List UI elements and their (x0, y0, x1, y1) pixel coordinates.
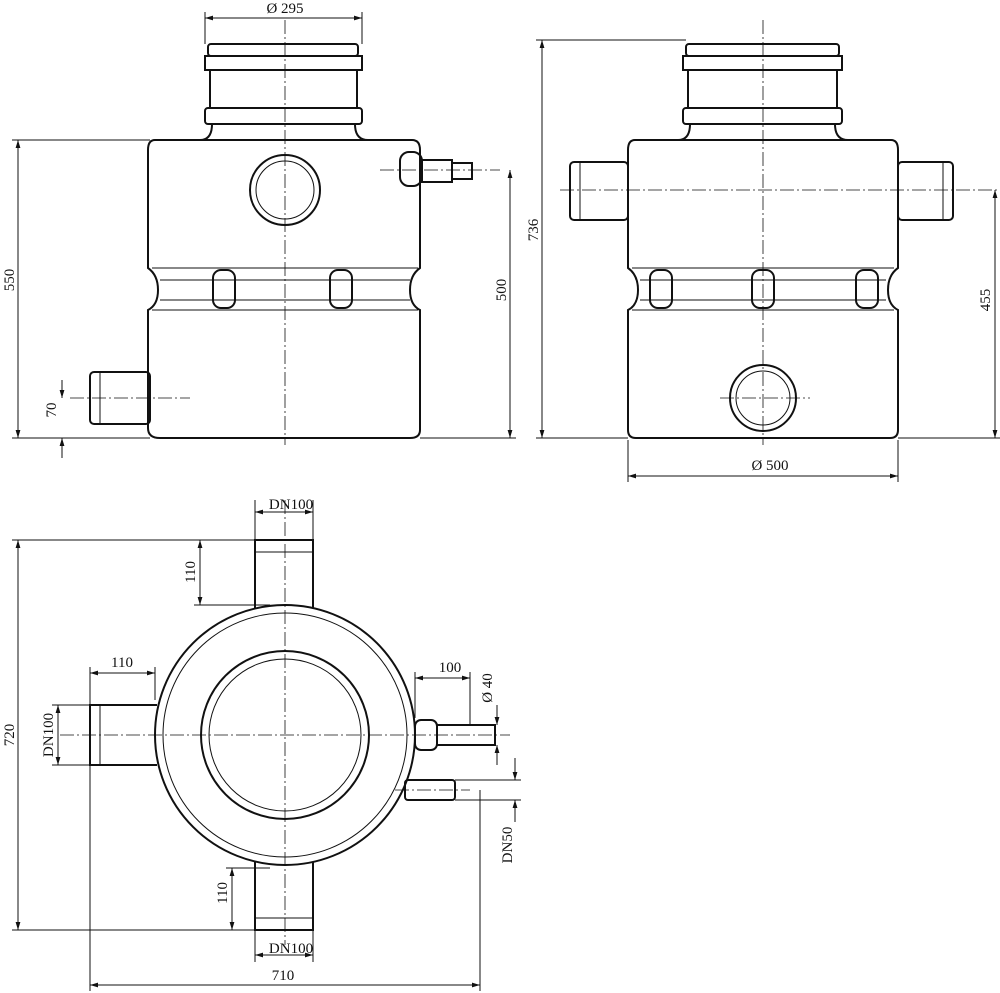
side-view: 736 455 Ø 500 (526, 20, 1000, 482)
left-pipe-length: 110 (111, 655, 133, 671)
total-width-vertical: 720 (2, 724, 18, 747)
dim-inlet-height: 500 (494, 279, 510, 302)
dim-base-diameter: Ø 500 (751, 458, 788, 474)
top-pipe-length: 110 (183, 561, 199, 583)
bottom-pipe-label: DN100 (269, 941, 313, 957)
left-pipe-label: DN100 (41, 713, 57, 757)
drain-pipe-label: DN50 (500, 827, 516, 864)
front-view: Ø 295 550 500 70 (2, 1, 516, 458)
right-pipe-length: 100 (439, 660, 462, 676)
plan-view: DN100 110 720 110 DN100 100 Ø 40 DN50 11… (2, 497, 521, 991)
top-pipe-label: DN100 (269, 497, 313, 513)
dim-outlet-height: 70 (44, 403, 60, 418)
bottom-pipe-length: 110 (215, 882, 231, 904)
dim-top-diameter: Ø 295 (266, 1, 303, 17)
dim-front-height: 550 (2, 269, 18, 292)
total-width-horizontal: 710 (272, 968, 295, 984)
right-pipe-diameter: Ø 40 (480, 673, 496, 703)
dim-side-height: 736 (526, 218, 542, 241)
dim-side-pipe-height: 455 (978, 289, 994, 312)
